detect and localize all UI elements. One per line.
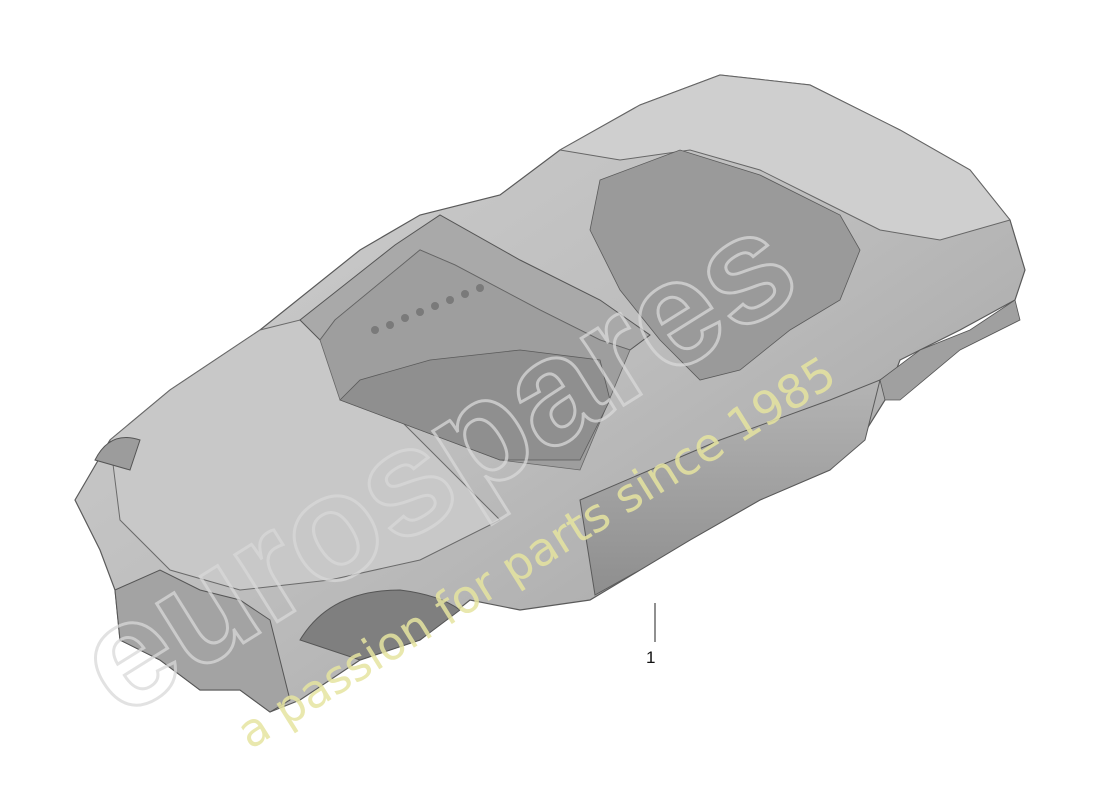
cabin-interior: [339, 349, 611, 461]
callout-number-1: 1: [646, 648, 656, 667]
front-structure: [114, 569, 291, 713]
windshield-vent-holes: [371, 284, 484, 334]
door-side-panel: [579, 379, 881, 596]
headlight-opening: [94, 437, 141, 471]
front-wheel-arch: [299, 589, 461, 661]
hood-panel: [109, 319, 501, 591]
rear-quarter-panel: [879, 299, 1021, 401]
rear-deck: [558, 74, 1011, 241]
